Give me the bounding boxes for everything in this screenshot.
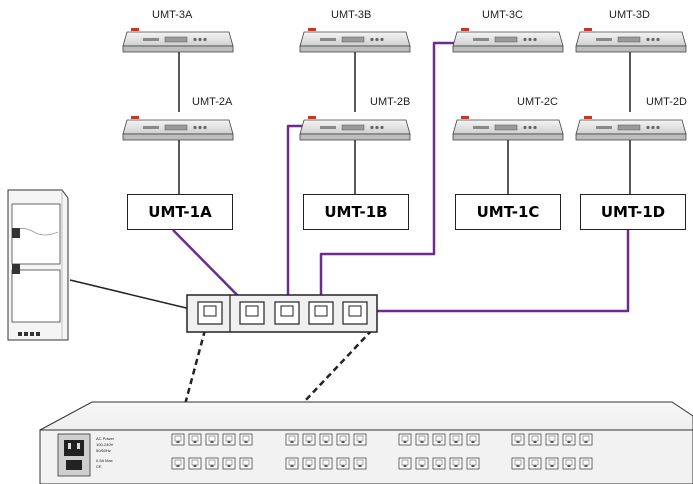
rack-port: [449, 433, 463, 446]
label-umt-2d: UMT-2D: [646, 96, 687, 108]
label-umt-2d-clip: UMT-2D: [646, 96, 693, 108]
rack-port: [562, 433, 576, 446]
rack-port: [239, 457, 253, 470]
rack-text-2: 50/60Hz: [96, 448, 111, 453]
hub-port-5: [342, 301, 368, 325]
label-umt-2c: UMT-2C: [517, 96, 558, 108]
hub-port-4: [308, 301, 334, 325]
hub-port-2: [239, 301, 265, 325]
rack-port: [466, 433, 480, 446]
label-umt-2a: UMT-2A: [192, 96, 233, 108]
box-umt-1a: UMT-1A: [127, 194, 233, 230]
label-umt-3c: UMT-3C: [482, 9, 523, 21]
rack-port: [353, 433, 367, 446]
cables-black: [69, 52, 631, 313]
rack-port: [579, 433, 593, 446]
hub-port-1: [197, 301, 223, 325]
cables-purple: [172, 41, 630, 313]
umt-2d-device: [575, 115, 687, 141]
rack-port: [222, 433, 236, 446]
rack-port: [579, 457, 593, 470]
label-umt-3b: UMT-3B: [331, 9, 372, 21]
rack-port: [171, 457, 185, 470]
box-umt-1b: UMT-1B: [303, 194, 409, 230]
power-inlet-icon: [57, 433, 91, 477]
rack-text-4: CE: [96, 464, 102, 469]
label-umt-3d: UMT-3D: [609, 9, 650, 21]
rack-port: [319, 457, 333, 470]
rack-panel-text: AC Power 100-240V 50/60Hz 0.5A Max CE: [96, 436, 115, 469]
umt-3d-device: [575, 27, 687, 53]
rack-port: [302, 433, 316, 446]
box-umt-1d: UMT-1D: [580, 194, 686, 230]
rack-port: [432, 433, 446, 446]
rack-switch: AC Power 100-240V 50/60Hz 0.5A Max CE: [39, 401, 693, 484]
rack-port: [511, 457, 525, 470]
rack-port: [285, 457, 299, 470]
rack-port: [205, 433, 219, 446]
rack-text-3: 0.5A Max: [96, 458, 113, 463]
rack-port: [528, 457, 542, 470]
rack-port: [188, 457, 202, 470]
network-hub: [186, 294, 378, 333]
rack-port: [398, 433, 412, 446]
umt-3c-device: [452, 27, 564, 53]
rack-port: [171, 433, 185, 446]
rack-port: [545, 457, 559, 470]
rack-port: [562, 457, 576, 470]
hub-port-3: [274, 301, 300, 325]
rack-port: [449, 457, 463, 470]
box-umt-1c: UMT-1C: [455, 194, 561, 230]
rack-text-1: 100-240V: [96, 442, 114, 447]
rack-port: [336, 433, 350, 446]
rack-port: [336, 457, 350, 470]
rack-port: [545, 433, 559, 446]
umt-2b-device: [299, 115, 411, 141]
label-umt-3a: UMT-3A: [152, 9, 193, 21]
label-umt-2b: UMT-2B: [370, 96, 411, 108]
rack-text-0: AC Power: [96, 436, 115, 441]
rack-port: [353, 457, 367, 470]
umt-2a-device: [122, 115, 234, 141]
rack-port: [302, 457, 316, 470]
rack-port: [188, 433, 202, 446]
rack-port: [466, 457, 480, 470]
rack-port: [398, 457, 412, 470]
rack-port: [432, 457, 446, 470]
umt-3a-device: [122, 27, 234, 53]
rack-port: [415, 433, 429, 446]
rack-port: [511, 433, 525, 446]
rack-port: [528, 433, 542, 446]
server-tower-icon: [7, 189, 69, 341]
rack-port: [319, 433, 333, 446]
rack-port: [285, 433, 299, 446]
umt-3b-device: [299, 27, 411, 53]
rack-port: [239, 433, 253, 446]
rack-port: [222, 457, 236, 470]
rack-port: [415, 457, 429, 470]
umt-2c-device: [452, 115, 564, 141]
rack-port: [205, 457, 219, 470]
